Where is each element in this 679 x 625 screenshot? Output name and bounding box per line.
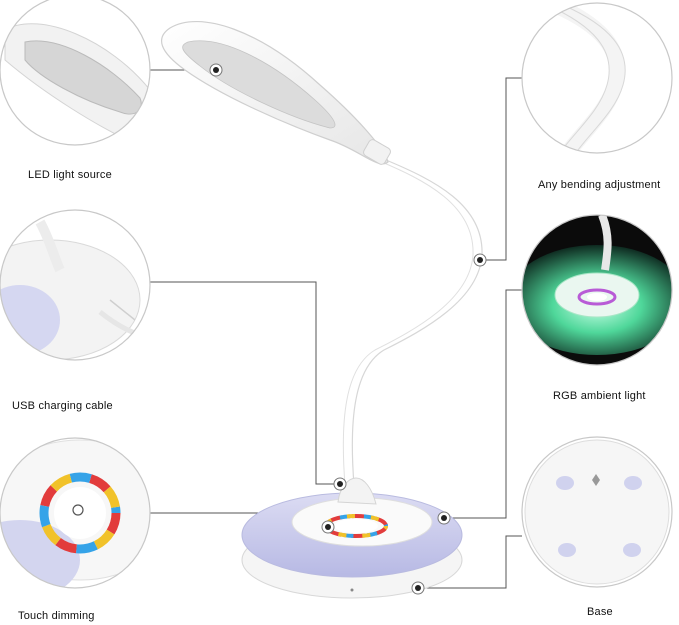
callout-line-usb xyxy=(150,281,340,485)
detail-circle-base xyxy=(521,436,673,588)
lamp-gooseneck xyxy=(342,154,484,491)
caption-usb-charging-cable: USB charging cable xyxy=(12,400,113,412)
callout-line-rgb xyxy=(444,289,522,519)
caption-base: Base xyxy=(587,606,613,618)
lamp-base xyxy=(241,477,463,599)
detail-circle-touch xyxy=(0,437,151,589)
detail-circle-usb xyxy=(0,209,151,361)
callout-line-bend xyxy=(480,77,522,261)
caption-led-light-source: LED light source xyxy=(28,169,112,181)
caption-touch-dimming: Touch dimming xyxy=(18,610,95,622)
detail-circle-bend xyxy=(521,2,673,154)
caption-any-bending-adjustment: Any bending adjustment xyxy=(538,179,661,191)
lamp-main xyxy=(160,21,487,599)
led-panel xyxy=(182,40,336,129)
callout-line-base xyxy=(418,535,522,589)
callout-dots xyxy=(209,63,487,595)
detail-circle-rgb xyxy=(521,214,673,366)
detail-circle-led xyxy=(0,0,151,146)
caption-rgb-ambient-light: RGB ambient light xyxy=(553,390,646,402)
